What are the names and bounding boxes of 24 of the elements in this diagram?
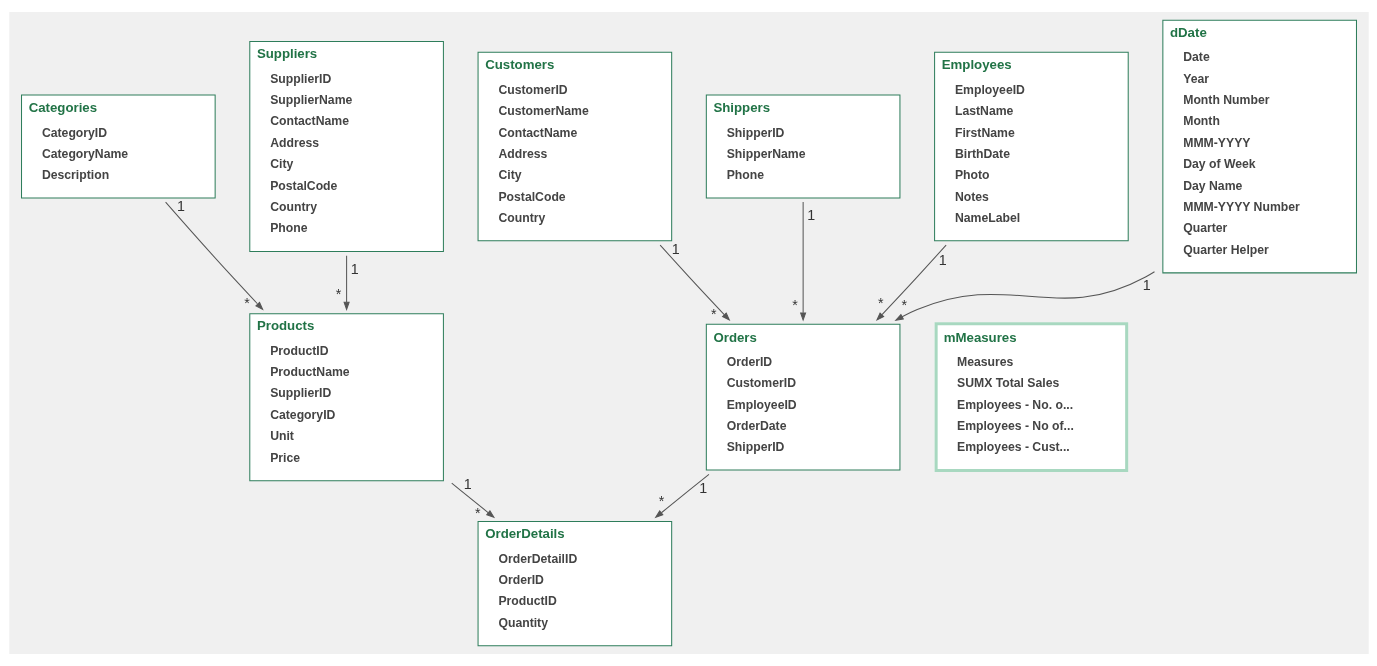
label: * xyxy=(335,286,341,303)
label: 1 xyxy=(806,206,815,223)
arrow xyxy=(342,255,350,312)
arrow xyxy=(654,473,709,519)
arrow xyxy=(893,271,1155,321)
arrow xyxy=(164,201,264,311)
label: 1 xyxy=(698,480,707,497)
label: 1 xyxy=(463,476,472,493)
arrow xyxy=(799,201,806,322)
label: 1 xyxy=(938,251,947,268)
label: * xyxy=(658,492,664,509)
label: 1 xyxy=(350,260,359,277)
label: * xyxy=(243,295,250,312)
label: * xyxy=(791,296,798,313)
label: 1 xyxy=(1142,276,1151,293)
arrow xyxy=(659,244,730,322)
arrow xyxy=(450,482,495,519)
label: 1 xyxy=(671,240,680,257)
arrow xyxy=(875,244,947,322)
label: * xyxy=(877,294,884,311)
label: * xyxy=(901,297,907,313)
label: 1 xyxy=(176,198,185,215)
label: * xyxy=(474,505,481,522)
label: * xyxy=(710,306,716,323)
